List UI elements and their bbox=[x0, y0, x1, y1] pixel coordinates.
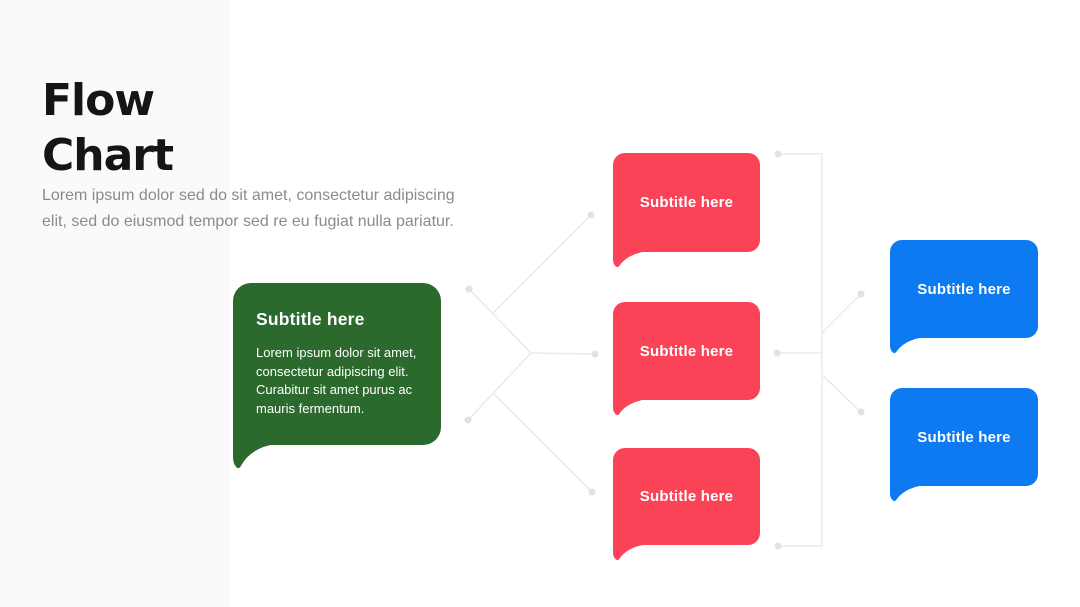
connector-dot bbox=[857, 408, 865, 416]
bubble-tail-icon bbox=[613, 251, 650, 268]
connector-dot bbox=[774, 542, 782, 550]
connector-dot bbox=[857, 290, 865, 298]
flow-node-root-shape: Subtitle here Lorem ipsum dolor sit amet… bbox=[233, 283, 441, 445]
node-title: Subtitle here bbox=[639, 194, 734, 211]
sidebar-panel bbox=[0, 0, 230, 607]
flow-node-right-1: Subtitle here bbox=[890, 240, 1038, 354]
left-connector-lines bbox=[467, 214, 596, 493]
connector-dot bbox=[591, 350, 599, 358]
connector-dot bbox=[774, 150, 782, 158]
node-title: Subtitle here bbox=[917, 428, 1011, 446]
bubble-tail-icon bbox=[233, 444, 278, 469]
bubble-tail-icon bbox=[613, 399, 650, 416]
page-title: Flow Chart bbox=[42, 73, 174, 183]
flow-node-mid-2-shape: Subtitle here bbox=[613, 302, 760, 400]
flow-node-mid-2: Subtitle here bbox=[613, 302, 760, 416]
connector-dots bbox=[464, 150, 865, 550]
node-title: Subtitle here bbox=[917, 280, 1011, 298]
connector-dot bbox=[465, 285, 473, 293]
flow-node-mid-3: Subtitle here bbox=[613, 448, 760, 561]
connector-dot bbox=[588, 488, 596, 496]
flow-node-mid-3-shape: Subtitle here bbox=[613, 448, 760, 545]
slide-description: Lorem ipsum dolor sed do sit amet, conse… bbox=[42, 187, 455, 230]
node-body-text: Lorem ipsum dolor sit amet, consectetur … bbox=[256, 345, 417, 416]
connector-dot bbox=[464, 416, 472, 424]
bubble-tail-icon bbox=[613, 544, 650, 561]
node-title: Subtitle here bbox=[639, 488, 734, 505]
node-title: Subtitle here bbox=[639, 342, 734, 360]
node-title: Subtitle here bbox=[256, 309, 365, 329]
connector-dot bbox=[587, 211, 595, 219]
page-title-line-2: Chart bbox=[42, 130, 174, 182]
flow-node-right-1-shape: Subtitle here bbox=[890, 240, 1038, 338]
bubble-tail-icon bbox=[890, 337, 927, 354]
right-connector-lines bbox=[777, 153, 862, 547]
flow-node-right-2: Subtitle here bbox=[890, 388, 1038, 502]
flow-node-mid-1: Subtitle here bbox=[613, 153, 760, 268]
flow-node-right-2-shape: Subtitle here bbox=[890, 388, 1038, 486]
bubble-tail-icon bbox=[890, 485, 927, 502]
connector-dot bbox=[773, 349, 781, 357]
flow-node-root: Subtitle here Lorem ipsum dolor sit amet… bbox=[233, 283, 441, 469]
flow-node-mid-1-shape: Subtitle here bbox=[613, 153, 760, 252]
page-title-line-1: Flow bbox=[42, 75, 155, 127]
